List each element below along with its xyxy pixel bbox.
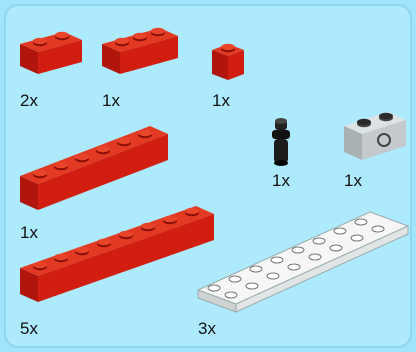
quantity-label-black-pin: 1x	[272, 172, 290, 189]
white-plate-2x8	[198, 212, 408, 312]
quantity-label-red-brick-1x8: 5x	[20, 320, 38, 337]
red-brick-1x2	[20, 32, 82, 74]
quantity-label-red-brick-1x3: 1x	[102, 92, 120, 109]
red-brick-1x6	[20, 126, 168, 210]
quantity-label-red-brick-1x1: 1x	[212, 92, 230, 109]
quantity-label-white-plate-2x8: 3x	[198, 320, 216, 337]
red-brick-1x1	[212, 44, 244, 80]
black-pin	[272, 118, 290, 166]
red-brick-1x3	[102, 28, 178, 74]
red-brick-1x8	[20, 206, 214, 302]
quantity-label-red-brick-1x6: 1x	[20, 224, 38, 241]
gray-technic-brick-1x2	[344, 112, 406, 160]
quantity-label-red-brick-1x2: 2x	[20, 92, 38, 109]
quantity-label-gray-technic-brick: 1x	[344, 172, 362, 189]
